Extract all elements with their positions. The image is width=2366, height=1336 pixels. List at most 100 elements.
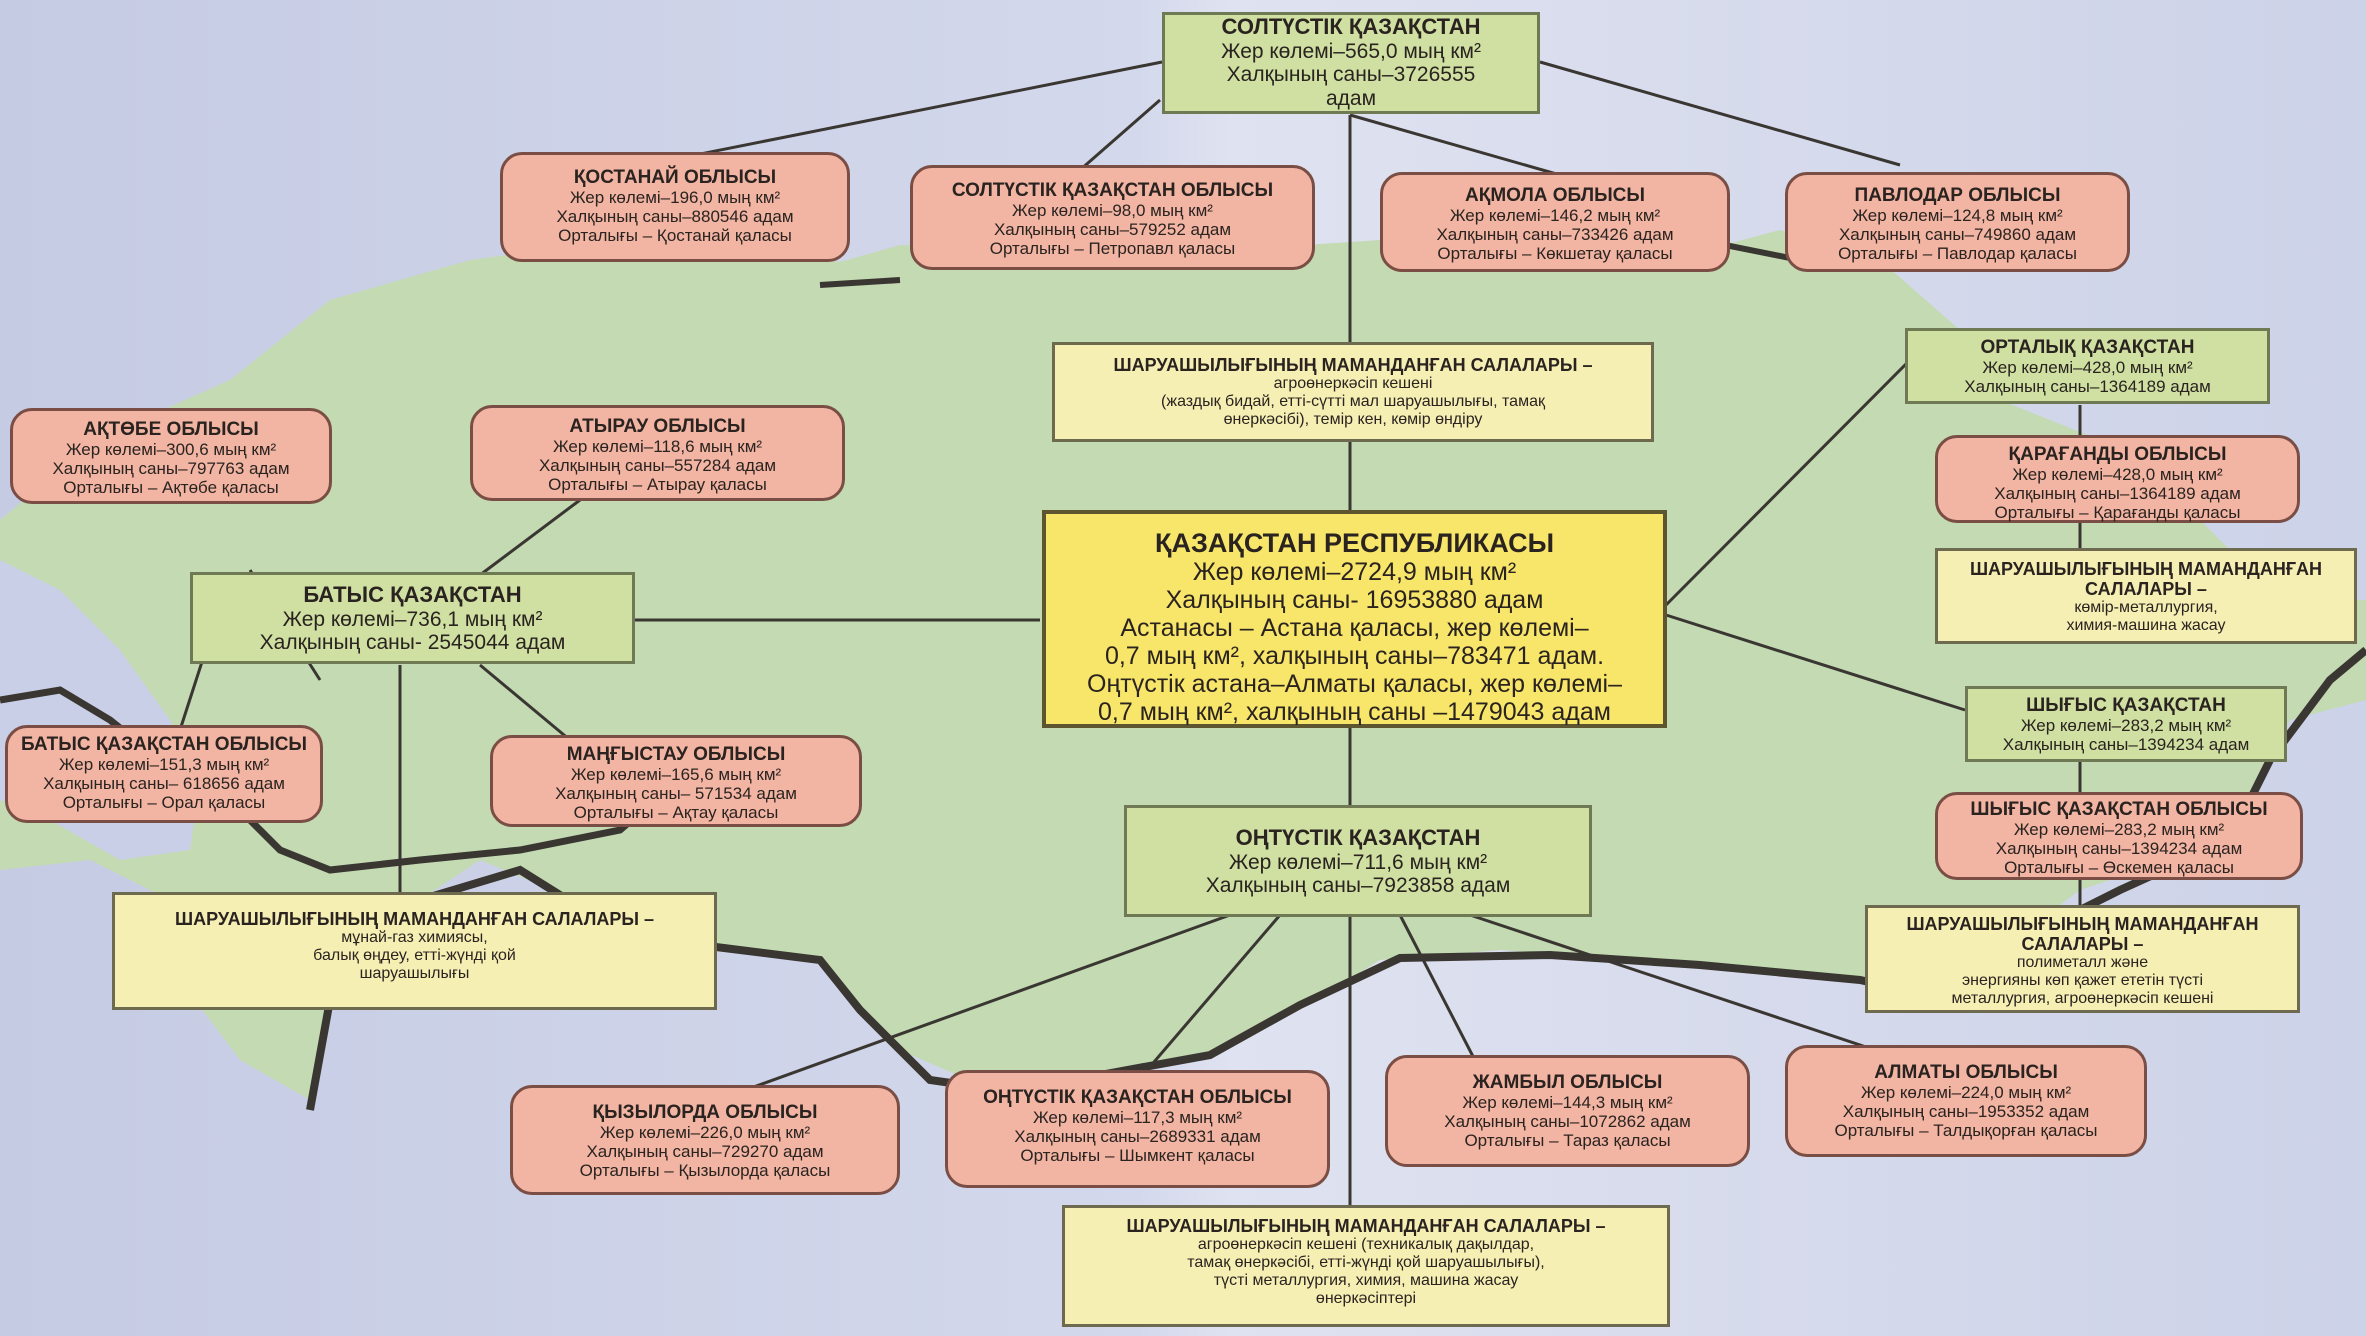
region-south: ОҢТҮСТІК ҚАЗАҚСТАН Жер көлемі–711,6 мың … (1124, 805, 1592, 917)
republic-center-box: ҚАЗАҚСТАН РЕСПУБЛИКАСЫ Жер көлемі–2724,9… (1042, 510, 1667, 728)
oblast-sko-population: Халқының саны–579252 адам (993, 220, 1232, 240)
region-north-area: Жер көлемі–565,0 мың км² (1221, 39, 1481, 63)
oblast-kostanay: ҚОСТАНАЙ ОБЛЫСЫ Жер көлемі–196,0 мың км²… (500, 152, 850, 262)
oblast-pavlodar-center: Орталығы – Павлодар қаласы (1838, 244, 2077, 264)
oblast-aktobe-population: Халқының саны–797763 адам (52, 459, 290, 479)
oblast-pavlodar-title: ПАВЛОДАР ОБЛЫСЫ (1854, 185, 2061, 206)
oblast-pavlodar: ПАВЛОДАР ОБЛЫСЫ Жер көлемі–124,8 мың км²… (1785, 172, 2130, 272)
oblast-akmola: АҚМОЛА ОБЛЫСЫ Жер көлемі–146,2 мың км² Х… (1380, 172, 1730, 272)
oblast-sko-title: СОЛТҮСТІК ҚАЗАҚСТАН ОБЛЫСЫ (951, 180, 1274, 201)
oblast-pavlodar-area: Жер көлемі–124,8 мың км² (1852, 206, 2063, 226)
oblast-akmola-center: Орталығы – Көкшетау қаласы (1437, 244, 1673, 264)
sector-east: ШАРУАШЫЛЫҒЫНЫҢ МАМАНДАНҒАН САЛАЛАРЫ – по… (1865, 905, 2300, 1013)
sector-north-line-3: өнеркәсібі), темір кен, көмір өндіру (1223, 410, 1483, 428)
oblast-aktobe: АҚТӨБЕ ОБЛЫСЫ Жер көлемі–300,6 мың км² Х… (10, 408, 332, 504)
oblast-atyrau-area: Жер көлемі–118,6 мың км² (552, 437, 763, 457)
sector-south-line-3: түсті металлургия, химия, машина жасау (1213, 1271, 1519, 1289)
region-west-area: Жер көлемі–736,1 мың км² (282, 607, 543, 631)
oblast-almaty-center: Орталығы – Талдықорған қаласы (1834, 1121, 2098, 1141)
region-east-area: Жер көлемі–283,2 мың км² (2020, 716, 2232, 736)
republic-title: ҚАЗАҚСТАН РЕСПУБЛИКАСЫ (1154, 528, 1555, 558)
oblast-mangystau-title: МАҢҒЫСТАУ ОБЛЫСЫ (566, 744, 786, 765)
region-north-title: СОЛТҮСТІК ҚАЗАҚСТАН (1221, 14, 1481, 39)
region-south-population: Халқының саны–7923858 адам (1205, 874, 1511, 898)
oblast-aktobe-title: АҚТӨБЕ ОБЛЫСЫ (83, 419, 259, 440)
sector-south: ШАРУАШЫЛЫҒЫНЫҢ МАМАНДАНҒАН САЛАЛАРЫ – аг… (1062, 1205, 1670, 1327)
sector-west-line-2: балық өңдеу, етті-жүнді қой (313, 947, 516, 965)
sector-central-title: ШАРУАШЫЛЫҒЫНЫҢ МАМАНДАНҒАН САЛАЛАРЫ – (1969, 559, 2323, 600)
sector-east-line-3: металлургия, агроөнеркәсіп кешені (1951, 990, 2214, 1008)
oblast-almaty-area: Жер көлемі–224,0 мың км² (1860, 1083, 2072, 1103)
oblast-zhambyl-title: ЖАМБЫЛ ОБЛЫСЫ (1472, 1072, 1663, 1093)
oblast-atyrau-center: Орталығы – Атырау қаласы (548, 475, 767, 495)
oblast-sko: СОЛТҮСТІК ҚАЗАҚСТАН ОБЛЫСЫ Жер көлемі–98… (910, 165, 1315, 270)
oblast-karaganda-area: Жер көлемі–428,0 мың км² (2012, 465, 2223, 485)
oblast-kyzylorda-population: Халқының саны–729270 адам (586, 1142, 824, 1162)
region-north-population: Халқының саны–3726555 (1226, 63, 1476, 87)
connector-lines (178, 60, 2082, 1208)
oblast-yko: ОҢТҮСТІК ҚАЗАҚСТАН ОБЛЫСЫ Жер көлемі–117… (945, 1070, 1330, 1188)
republic-capital-stats: 0,7 мың км², халқының саны–783471 адам. (1104, 642, 1605, 671)
oblast-mangystau-area: Жер көлемі–165,6 мың км² (570, 765, 782, 785)
oblast-almaty: АЛМАТЫ ОБЛЫСЫ Жер көлемі–224,0 мың км² Х… (1785, 1045, 2147, 1157)
oblast-zko-center: Орталығы – Орал қаласы (62, 793, 266, 813)
region-central-title: ОРТАЛЫҚ ҚАЗАҚСТАН (1980, 337, 2195, 358)
region-central-area: Жер көлемі–428,0 мың км² (1982, 358, 2193, 378)
oblast-zhambyl-center: Орталығы – Тараз қаласы (1464, 1131, 1671, 1151)
region-east: ШЫҒЫС ҚАЗАҚСТАН Жер көлемі–283,2 мың км²… (1965, 686, 2287, 762)
oblast-atyrau-title: АТЫРАУ ОБЛЫСЫ (569, 416, 746, 437)
oblast-zhambyl-area: Жер көлемі–144,3 мың км² (1462, 1093, 1673, 1113)
oblast-akmola-area: Жер көлемі–146,2 мың км² (1449, 206, 1661, 226)
oblast-almaty-population: Халқының саны–1953352 адам (1842, 1102, 2090, 1122)
sector-south-line-2: тамақ өнеркәсібі, етті-жүнді қой шаруашы… (1187, 1254, 1545, 1272)
oblast-vko-area: Жер көлемі–283,2 мың км² (2013, 820, 2225, 840)
oblast-karaganda-population: Халқының саны–1364189 адам (1994, 484, 2241, 504)
sector-north: ШАРУАШЫЛЫҒЫНЫҢ МАМАНДАНҒАН САЛАЛАРЫ – аг… (1052, 342, 1654, 442)
oblast-vko: ШЫҒЫС ҚАЗАҚСТАН ОБЛЫСЫ Жер көлемі–283,2 … (1935, 792, 2303, 880)
oblast-akmola-population: Халқының саны–733426 адам (1436, 225, 1674, 245)
sector-west-line-1: мұнай-газ химиясы, (341, 929, 488, 947)
region-west-title: БАТЫС ҚАЗАҚСТАН (303, 582, 522, 607)
oblast-kostanay-center: Орталығы – Қостанай қаласы (558, 226, 792, 246)
sector-central-line-2: химия-машина жасау (2066, 617, 2226, 635)
sector-north-title: ШАРУАШЫЛЫҒЫНЫҢ МАМАНДАНҒАН САЛАЛАРЫ – (1113, 355, 1593, 375)
oblast-kostanay-title: ҚОСТАНАЙ ОБЛЫСЫ (573, 167, 777, 188)
oblast-akmola-title: АҚМОЛА ОБЛЫСЫ (1465, 185, 1645, 206)
oblast-yko-center: Орталығы – Шымкент қаласы (1020, 1146, 1255, 1166)
oblast-sko-area: Жер көлемі–98,0 мың км² (1012, 201, 1213, 221)
oblast-zko-title: БАТЫС ҚАЗАҚСТАН ОБЛЫСЫ (20, 734, 308, 755)
sector-north-line-1: агроөнеркәсіп кешені (1273, 375, 1433, 393)
republic-capital: Астанасы – Астана қаласы, жер көлемі– (1120, 614, 1589, 643)
oblast-aktobe-center: Орталығы – Ақтөбе қаласы (63, 478, 279, 498)
republic-southern-capital: Оңтүстік астана–Алматы қаласы, жер көлем… (1087, 670, 1622, 699)
oblast-vko-title: ШЫҒЫС ҚАЗАҚСТАН ОБЛЫСЫ (1970, 799, 2268, 820)
oblast-sko-center: Орталығы – Петропавл қаласы (989, 239, 1236, 259)
sector-east-line-2: энергияны көп қажет ететін түсті (1961, 972, 2204, 990)
oblast-kyzylorda-center: Орталығы – Қызылорда қаласы (579, 1161, 831, 1181)
oblast-yko-area: Жер көлемі–117,3 мың км² (1032, 1108, 1243, 1128)
sector-south-line-1: агроөнеркәсіп кешені (техникалық дақылда… (1197, 1236, 1535, 1254)
republic-southern-capital-stats: 0,7 мың км², халқының саны –1479043 адам (1098, 698, 1611, 727)
oblast-yko-title: ОҢТҮСТІК ҚАЗАҚСТАН ОБЛЫСЫ (983, 1087, 1292, 1108)
sector-west: ШАРУАШЫЛЫҒЫНЫҢ МАМАНДАНҒАН САЛАЛАРЫ – мұ… (112, 892, 717, 1010)
oblast-zko-population: Халқының саны– 618656 адам (43, 774, 285, 794)
oblast-aktobe-area: Жер көлемі–300,6 мың км² (65, 440, 277, 460)
oblast-zko: БАТЫС ҚАЗАҚСТАН ОБЛЫСЫ Жер көлемі–151,3 … (5, 725, 323, 823)
republic-area: Жер көлемі–2724,9 мың км² (1192, 558, 1517, 587)
oblast-zhambyl-population: Халқының саны–1072862 адам (1444, 1112, 1691, 1132)
oblast-mangystau: МАҢҒЫСТАУ ОБЛЫСЫ Жер көлемі–165,6 мың км… (490, 735, 862, 827)
oblast-vko-population: Халқының саны–1394234 адам (1995, 839, 2243, 859)
sector-east-title: ШАРУАШЫЛЫҒЫНЫҢ МАМАНДАНҒАН САЛАЛАРЫ – (1906, 914, 2259, 955)
oblast-atyrau: АТЫРАУ ОБЛЫСЫ Жер көлемі–118,6 мың км² Х… (470, 405, 845, 501)
oblast-atyrau-population: Халқының саны–557284 адам (538, 456, 777, 476)
oblast-mangystau-center: Орталығы – Ақтау қаласы (573, 803, 779, 823)
region-north: СОЛТҮСТІК ҚАЗАҚСТАН Жер көлемі–565,0 мың… (1162, 12, 1540, 114)
oblast-zko-area: Жер көлемі–151,3 мың км² (58, 755, 270, 775)
sector-central: ШАРУАШЫЛЫҒЫНЫҢ МАМАНДАНҒАН САЛАЛАРЫ – кө… (1935, 548, 2357, 644)
region-west: БАТЫС ҚАЗАҚСТАН Жер көлемі–736,1 мың км²… (190, 572, 635, 664)
sector-north-line-2: (жаздық бидай, етті-сүтті мал шаруашылығ… (1161, 393, 1545, 411)
oblast-kyzylorda: ҚЫЗЫЛОРДА ОБЛЫСЫ Жер көлемі–226,0 мың км… (510, 1085, 900, 1195)
sector-west-title: ШАРУАШЫЛЫҒЫНЫҢ МАМАНДАНҒАН САЛАЛАРЫ – (174, 909, 654, 929)
oblast-zhambyl: ЖАМБЫЛ ОБЛЫСЫ Жер көлемі–144,3 мың км² Х… (1385, 1055, 1750, 1167)
republic-population: Халқының саны- 16953880 адам (1165, 586, 1544, 615)
